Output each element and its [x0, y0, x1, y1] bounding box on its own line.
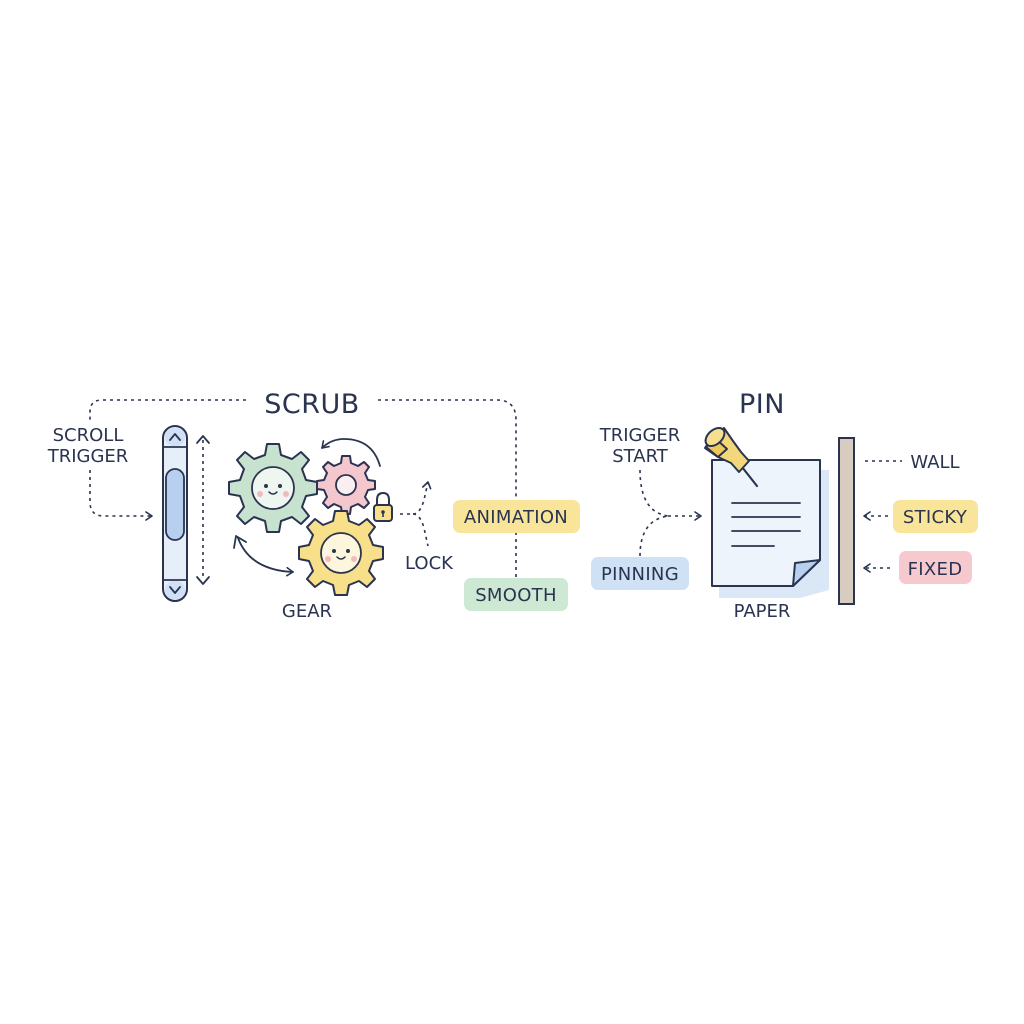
- pinning-tag: PINNING: [591, 557, 689, 590]
- gear-yellow: [298, 510, 384, 596]
- scrub-bracket-right: [378, 399, 517, 498]
- gear-icon: [228, 438, 384, 596]
- lock-label: LOCK: [405, 553, 454, 574]
- scrollbar-icon: [162, 425, 188, 602]
- fixed-tag: FIXED: [899, 551, 972, 584]
- fixed-tag-label: FIXED: [908, 559, 963, 580]
- sticky-tag: STICKY: [893, 500, 978, 533]
- scrub-title: SCRUB: [264, 389, 360, 420]
- scroll-trigger-label-line2: TRIGGER: [47, 446, 129, 467]
- gear-pink: [316, 455, 376, 515]
- trigger-start-arrow: [639, 469, 669, 517]
- animation-tag: ANIMATION: [453, 500, 580, 533]
- pushpin-icon: [704, 426, 759, 488]
- paper-icon: [711, 459, 829, 598]
- pinning-arrow: [639, 515, 669, 557]
- scrub-section: SCRUB SCROLL TRIGGER: [47, 389, 580, 622]
- trigger-start-label-line2: START: [612, 446, 669, 467]
- lock-branch-down: [412, 513, 429, 547]
- scroll-range-arrow: [196, 435, 210, 585]
- wall-icon: [838, 437, 855, 605]
- rotation-arrow-top: [321, 438, 381, 467]
- lock-branch-up: [412, 481, 432, 515]
- scroll-trigger-label-line1: SCROLL: [53, 425, 124, 446]
- smooth-tag: SMOOTH: [464, 578, 568, 611]
- lock-icon: [373, 491, 393, 522]
- scrub-bracket-left: [89, 399, 246, 420]
- pinning-tag-label: PINNING: [601, 564, 679, 585]
- rotation-arrow-bottom: [237, 537, 294, 577]
- gear-green: [228, 443, 318, 533]
- gear-label: GEAR: [282, 601, 332, 622]
- wall-label: WALL: [910, 452, 959, 473]
- sticky-tag-label: STICKY: [903, 507, 968, 528]
- pin-section: PIN TRIGGER START PINNING: [591, 389, 978, 622]
- scroll-trigger-arrow: [89, 470, 153, 521]
- paper-label: PAPER: [734, 601, 791, 622]
- trigger-start-label-line1: TRIGGER: [599, 425, 681, 446]
- smooth-tag-label: SMOOTH: [475, 585, 557, 606]
- animation-tag-label: ANIMATION: [464, 507, 568, 528]
- pin-title: PIN: [739, 389, 785, 420]
